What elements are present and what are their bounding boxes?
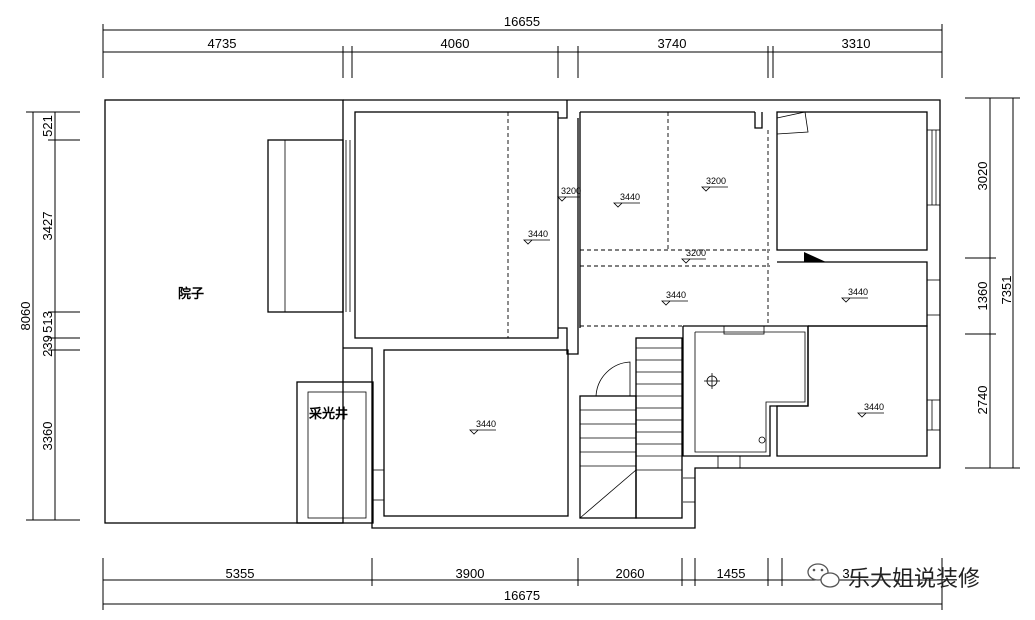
left-dimension-4: 239 [40, 335, 55, 357]
room-lower-middle [383, 349, 569, 517]
level-label: 3200 [561, 186, 581, 196]
right-dimension-chain: 3020 1360 2740 7351 [965, 97, 1020, 469]
light-well-outline [296, 381, 374, 524]
level-label: 3440 [476, 419, 496, 429]
level-marker: 3440 [661, 290, 688, 306]
level-marker: 3440 [523, 229, 550, 245]
bottom-dimension-2: 3900 [456, 566, 485, 581]
room-label-courtyard: 院子 [178, 286, 204, 302]
level-marker: 3200 [557, 186, 581, 202]
bottom-dimension-5: 3 [842, 566, 849, 581]
left-dimension-5: 3360 [40, 422, 55, 451]
level-label: 3440 [848, 287, 868, 297]
right-total-dimension: 7351 [999, 276, 1014, 305]
bottom-dimension-4: 1455 [717, 566, 746, 581]
level-marker: 3440 [841, 287, 868, 303]
level-label: 3440 [864, 402, 884, 412]
top-dimension-2: 4060 [441, 36, 470, 51]
right-dimension-3: 2740 [975, 386, 990, 415]
left-dimension-3: 513 [40, 311, 55, 333]
wechat-icon [807, 563, 840, 588]
room-upper-right [776, 111, 928, 251]
level-marker: 3440 [469, 419, 496, 435]
level-label: 3200 [706, 176, 726, 186]
bottom-total-dimension: 16675 [504, 588, 540, 603]
level-label: 3440 [666, 290, 686, 300]
level-marker: 3200 [701, 176, 728, 192]
level-markers: 3200 3440 3200 3440 3200 3440 3440 3440 [469, 176, 884, 435]
bottom-dimension-chain: 5355 3900 2060 1455 3 16675 [102, 558, 943, 610]
staircase [579, 337, 683, 519]
room-label-light-well: 采光井 [308, 406, 348, 422]
bottom-dimension-1: 5355 [226, 566, 255, 581]
top-dimension-1: 4735 [208, 36, 237, 51]
left-dimension-chain: 8060 521 3427 513 239 3360 [18, 111, 80, 521]
bottom-dimension-3: 2060 [616, 566, 645, 581]
left-total-dimension: 8060 [18, 302, 33, 331]
top-dimension-chain: 16655 4735 4060 3740 3310 [102, 14, 943, 78]
room-upper-left [354, 111, 559, 339]
watermark: 乐大姐说装修 [807, 563, 980, 592]
level-label: 3440 [620, 192, 640, 202]
walls [104, 99, 941, 529]
watermark-text: 乐大姐说装修 [848, 567, 980, 592]
level-label: 3440 [528, 229, 548, 239]
level-marker: 3200 [681, 248, 706, 264]
north-marker [804, 252, 826, 262]
right-dimension-1: 3020 [975, 162, 990, 191]
right-dimension-2: 1360 [975, 282, 990, 311]
level-label: 3200 [686, 248, 706, 258]
left-dimension-1: 521 [40, 115, 55, 137]
top-dimension-4: 3310 [842, 36, 871, 51]
top-total-dimension: 16655 [504, 14, 540, 29]
level-marker: 3440 [613, 192, 640, 208]
left-dimension-2: 3427 [40, 212, 55, 241]
level-marker: 3440 [857, 402, 884, 418]
top-dimension-3: 3740 [658, 36, 687, 51]
